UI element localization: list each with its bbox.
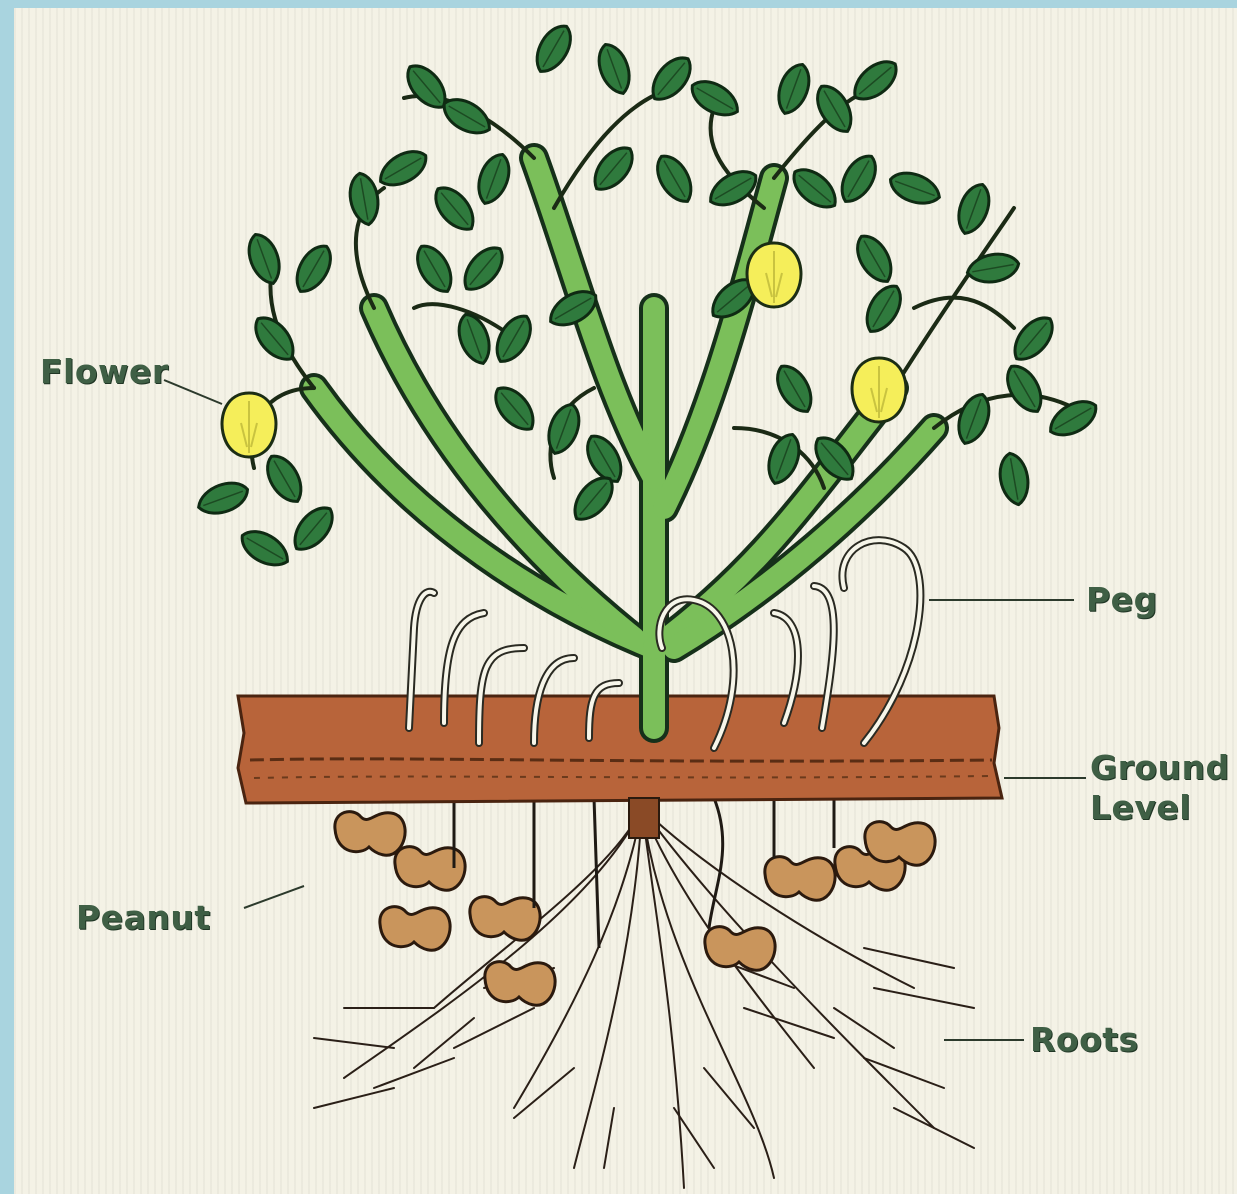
diagram-panel: Flower Peg Ground Level Peanut Roots bbox=[14, 8, 1237, 1194]
label-peanut: Peanut bbox=[76, 900, 211, 936]
label-flower: Flower bbox=[40, 354, 169, 390]
label-ground-level-line1: Ground bbox=[1090, 750, 1230, 786]
label-ground-level-line2: Level bbox=[1090, 790, 1191, 826]
label-peg: Peg bbox=[1086, 582, 1158, 618]
stems bbox=[314, 158, 934, 728]
peanut-plant-illustration bbox=[14, 8, 1237, 1194]
label-roots: Roots bbox=[1030, 1022, 1139, 1058]
